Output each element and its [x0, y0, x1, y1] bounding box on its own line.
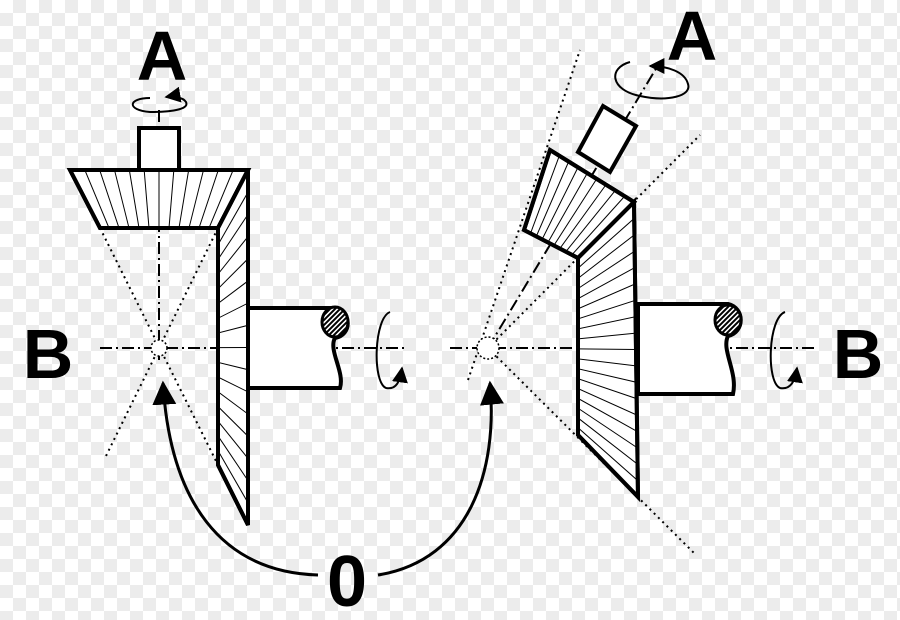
hatch-line — [158, 170, 222, 228]
hatch-line — [322, 307, 346, 337]
right-pinion-shaft — [575, 103, 639, 175]
hatch-line — [578, 347, 638, 385]
hatch-line — [127, 170, 160, 228]
hatch-line — [218, 347, 248, 465]
axis-a-left-label: A — [137, 17, 188, 95]
hatch-line — [218, 347, 248, 395]
hatch-line — [715, 305, 734, 335]
left-apex-point — [150, 339, 168, 357]
hatch-line — [218, 253, 248, 349]
hatch-line — [323, 307, 348, 337]
hatch-line — [578, 347, 638, 351]
hatch-line — [524, 174, 614, 258]
hatch-line — [578, 279, 638, 349]
hatch-line — [80, 170, 160, 228]
hatch-line — [578, 347, 638, 472]
axis-b-left-label: B — [23, 315, 74, 393]
right-rotation-a-icon — [614, 58, 690, 100]
hatch-line — [218, 277, 248, 349]
hatch-line — [578, 296, 638, 349]
apex-callout-left-curve — [152, 380, 319, 577]
hatch-line — [218, 347, 248, 372]
hatch-line — [142, 170, 160, 228]
left-assembly — [66, 86, 408, 526]
hatch-line — [218, 230, 248, 349]
left-pinion-shaft — [137, 126, 181, 172]
hatch-line — [218, 323, 248, 349]
hatch-line — [578, 347, 638, 455]
hatch-line — [322, 307, 341, 337]
hatch-line — [218, 207, 248, 349]
hatch-line — [578, 331, 638, 349]
hatch-line — [578, 347, 638, 437]
hatch-line — [524, 180, 624, 258]
right-apex-point — [476, 336, 500, 360]
hatch-line — [715, 305, 729, 335]
hatch-line — [218, 300, 248, 349]
hatch-line — [524, 186, 634, 258]
hatch-line — [96, 170, 160, 228]
hatch-line — [218, 347, 248, 442]
axis-a-right-label: A — [667, 0, 718, 75]
left-pinion — [66, 168, 252, 230]
hatch-line — [578, 210, 638, 349]
hatch-line — [218, 347, 248, 418]
hatch-line — [524, 168, 604, 258]
hatch-line — [111, 170, 160, 228]
right-cone-line — [487, 347, 697, 556]
left-gear — [216, 169, 250, 526]
hatch-line — [218, 184, 248, 349]
hatch-line — [578, 244, 638, 349]
apex-callout-right-curve — [377, 380, 504, 577]
hatch-line — [578, 227, 638, 349]
hatch-line — [158, 170, 238, 228]
hatch-line — [578, 347, 638, 420]
left-cone-line — [104, 227, 219, 459]
hatch-line — [578, 262, 638, 349]
right-rotation-b-icon — [769, 311, 803, 390]
hatch-line — [578, 314, 638, 349]
right-axis-a-line — [487, 61, 661, 349]
hatch-line — [218, 347, 248, 511]
hatch-line — [715, 305, 739, 335]
hatch-line — [322, 307, 336, 337]
left-rotation-b-icon — [375, 311, 408, 390]
left-rotation-a-icon — [131, 86, 188, 114]
right-assembly — [450, 49, 818, 556]
hatch-line — [158, 170, 191, 228]
hatch-line — [578, 347, 638, 403]
left-gear-shaft — [246, 305, 350, 390]
right-gear — [576, 197, 641, 503]
hatch-line — [726, 305, 741, 335]
hatch-line — [158, 170, 207, 228]
hatch-line — [578, 347, 638, 368]
axis-b-right-label: B — [833, 315, 884, 393]
hatch-line — [218, 347, 248, 488]
hatch-line — [578, 347, 638, 489]
hatch-line — [218, 346, 248, 349]
right-gear-shaft — [636, 302, 743, 396]
hatch-line — [328, 307, 348, 337]
apex-label: 0 — [327, 542, 367, 620]
hatch-line — [158, 170, 176, 228]
hatch-line — [721, 305, 741, 335]
hatch-line — [333, 307, 348, 337]
hatch-line — [716, 305, 741, 335]
right-cone-line — [467, 49, 581, 381]
